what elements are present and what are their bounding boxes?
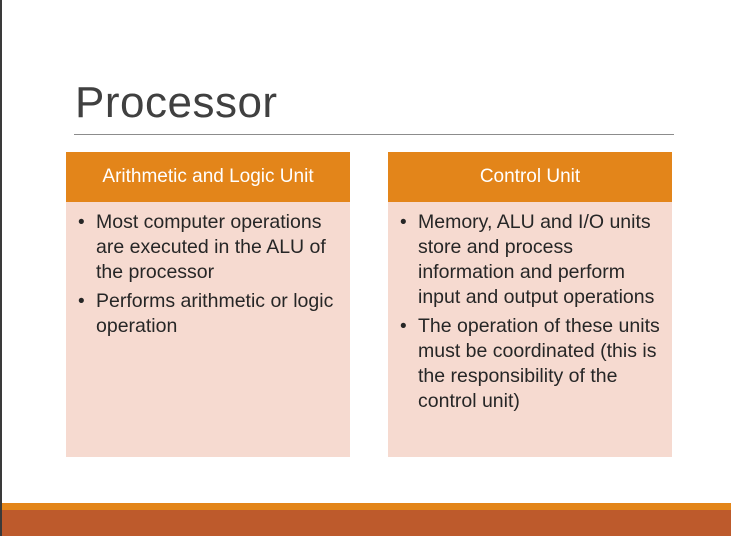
bullet-text: The operation of these units must be coo…: [418, 315, 660, 412]
list-item: • The operation of these units must be c…: [396, 314, 662, 414]
bullet-icon: •: [400, 316, 407, 337]
bullet-text: Most computer operations are executed in…: [96, 211, 326, 283]
alu-panel-header: Arithmetic and Logic Unit: [66, 152, 350, 202]
bullet-text: Performs arithmetic or logic operation: [96, 290, 334, 337]
bullet-icon: •: [400, 212, 407, 233]
bullet-icon: •: [78, 212, 85, 233]
alu-panel-body: • Most computer operations are executed …: [66, 202, 350, 457]
alu-bullet-list: • Most computer operations are executed …: [74, 210, 340, 339]
list-item: • Performs arithmetic or logic operation: [74, 289, 340, 339]
slide-title: Processor: [75, 78, 278, 127]
title-divider: [74, 134, 674, 135]
window-left-border: [0, 0, 2, 536]
alu-panel: Arithmetic and Logic Unit • Most compute…: [66, 152, 350, 457]
bullet-text: Memory, ALU and I/O units store and proc…: [418, 211, 655, 308]
control-unit-bullet-list: • Memory, ALU and I/O units store and pr…: [396, 210, 662, 414]
footer-accent-stripe: [2, 503, 731, 510]
control-unit-panel: Control Unit • Memory, ALU and I/O units…: [388, 152, 672, 457]
control-unit-panel-header: Control Unit: [388, 152, 672, 202]
bullet-icon: •: [78, 291, 85, 312]
control-unit-panel-body: • Memory, ALU and I/O units store and pr…: [388, 202, 672, 457]
list-item: • Memory, ALU and I/O units store and pr…: [396, 210, 662, 310]
footer-band: [2, 510, 731, 536]
list-item: • Most computer operations are executed …: [74, 210, 340, 285]
